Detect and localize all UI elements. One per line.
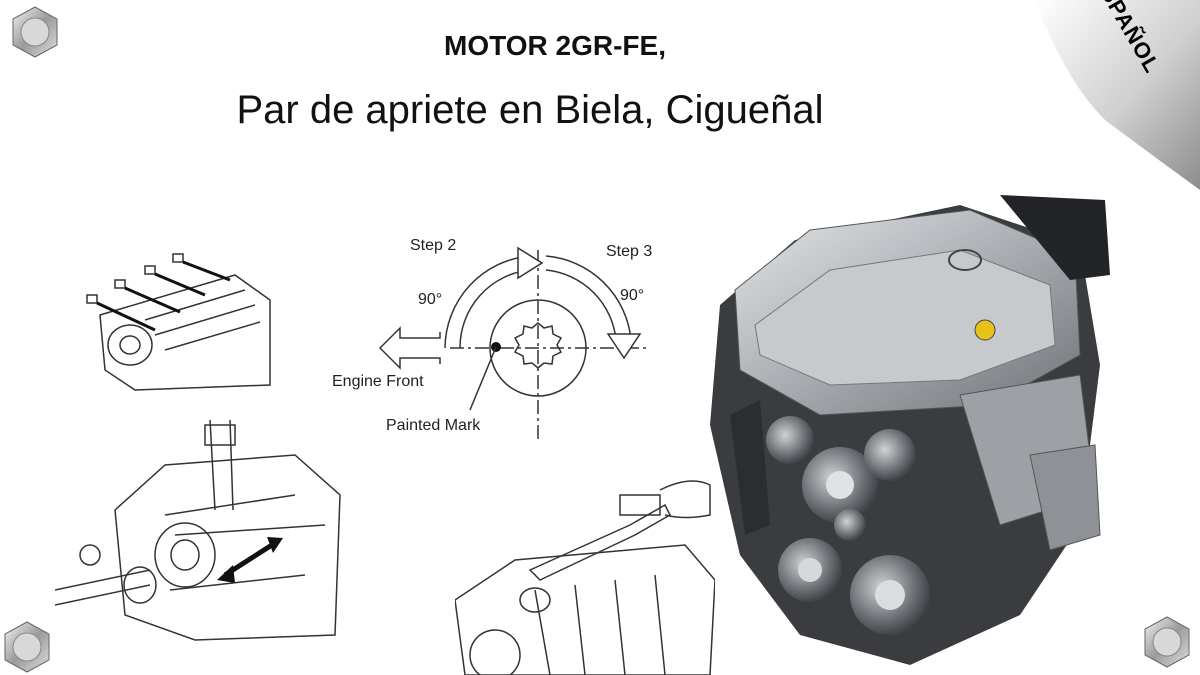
- torque-angle-diagram: Step 2 Step 3 90° 90° Engine Front Paint…: [332, 237, 652, 440]
- angle-left-label: 90°: [418, 291, 442, 308]
- step2-label: Step 2: [410, 237, 456, 254]
- torque-wrench-drawing: [455, 480, 715, 675]
- page-subtitle: Par de apriete en Biela, Cigueñal: [236, 88, 824, 132]
- painted-mark-label: Painted Mark: [386, 417, 481, 434]
- step3-label: Step 3: [606, 243, 652, 260]
- hex-bolt-icon: [12, 6, 58, 58]
- crankshaft-thrust-drawing: [55, 419, 341, 641]
- engine-photo: [710, 195, 1110, 665]
- engine-front-label: Engine Front: [332, 373, 424, 390]
- angle-right-label: 90°: [620, 287, 644, 304]
- page-title: MOTOR 2GR-FE,: [444, 30, 666, 61]
- hex-bolt-icon: [1144, 616, 1190, 668]
- camshaft-drawing: [86, 253, 271, 391]
- hex-bolt-icon: [4, 621, 50, 673]
- page-curl-corner: [1035, 0, 1200, 190]
